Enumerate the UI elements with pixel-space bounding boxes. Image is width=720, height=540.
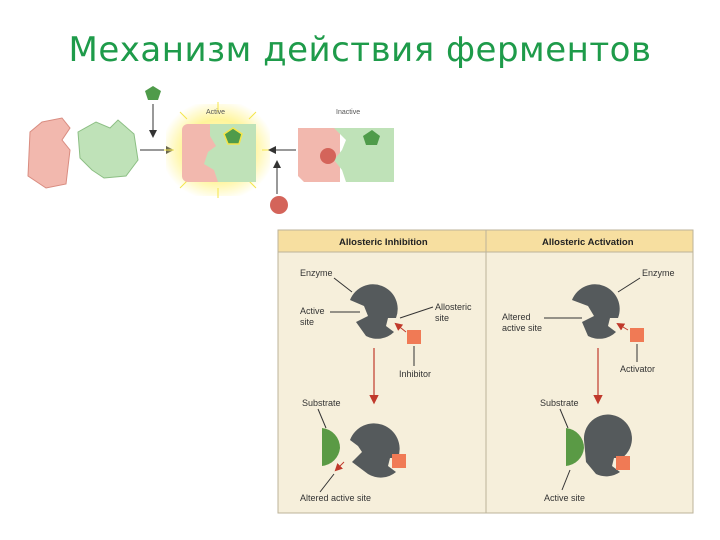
inh-active-site-line2: site xyxy=(300,317,314,327)
inh-allosteric-site-line1: Allosteric xyxy=(435,302,472,312)
inh-allosteric-site-line2: site xyxy=(435,313,449,323)
act-substrate-label: Substrate xyxy=(540,398,579,408)
inhibition-header: Allosteric Inhibition xyxy=(339,237,428,248)
act-enzyme-label: Enzyme xyxy=(642,268,675,278)
inh-inhibitor-square xyxy=(407,330,421,344)
act-altered-site-line1: Altered xyxy=(502,312,531,322)
act-activator-square xyxy=(630,328,644,342)
inhibitor-circle-free xyxy=(270,196,288,214)
inh-enzyme-label: Enzyme xyxy=(300,268,333,278)
pink-subunit-free xyxy=(28,118,70,188)
allosteric-panel: Allosteric Inhibition Allosteric Activat… xyxy=(278,230,693,513)
inactive-label: Inactive xyxy=(336,109,360,116)
inh-inhibitor-label: Inhibitor xyxy=(399,369,431,379)
inh-inhibitor-bound xyxy=(392,454,406,468)
activation-header: Allosteric Activation xyxy=(542,237,634,248)
green-subunit-free xyxy=(78,120,138,178)
act-active-site-label: Active site xyxy=(544,493,585,503)
top-diagram: Active Inactive xyxy=(28,86,394,214)
act-activator-label: Activator xyxy=(620,364,655,374)
inh-altered-active-site-label: Altered active site xyxy=(300,493,371,503)
inhibitor-circle-bound xyxy=(320,148,336,164)
substrate-pentagon xyxy=(145,86,161,100)
inh-substrate-label: Substrate xyxy=(302,398,341,408)
act-activator-bound xyxy=(616,456,630,470)
active-label: Active xyxy=(206,109,225,116)
inh-active-site-line1: Active xyxy=(300,306,325,316)
act-altered-site-line2: active site xyxy=(502,323,542,333)
